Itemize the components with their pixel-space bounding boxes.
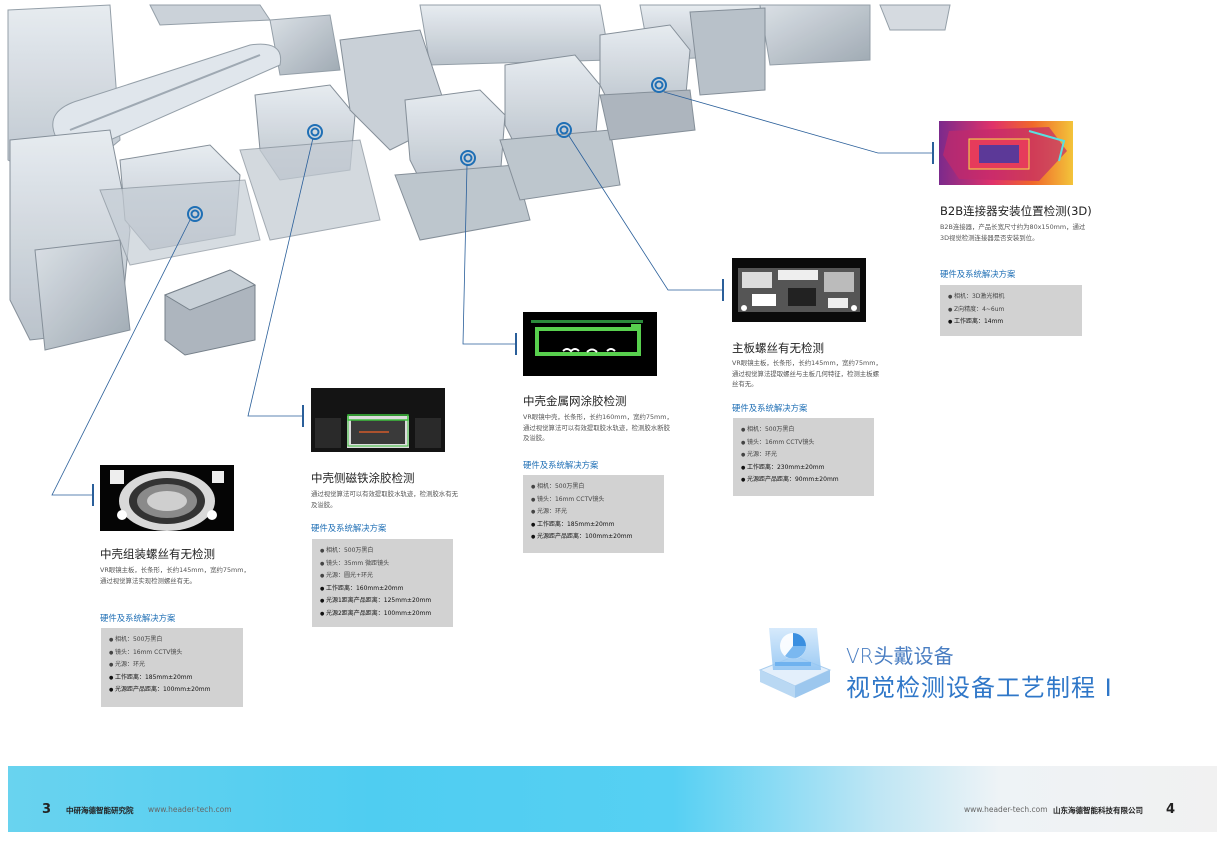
spec-row: 镜头：16mm CCTV镜头 xyxy=(109,647,235,660)
spec-row: 光源2距离产品距离：100mm±20mm xyxy=(320,608,445,621)
inspection-thumbnail xyxy=(732,258,866,322)
card-subtitle: 硬件及系统解决方案 xyxy=(523,460,599,470)
callout-tick xyxy=(932,142,934,164)
pie-chart-icon xyxy=(758,628,832,698)
callout-tick xyxy=(515,333,517,355)
card-subtitle: 硬件及系统解决方案 xyxy=(100,613,176,623)
callout-line-2 xyxy=(247,137,314,417)
spec-row: 工作距离：230mm±20mm xyxy=(741,462,866,475)
card-description: VR眼镜主板，长条形，长约145mm，宽约75mm，通过视觉算法实现检测螺丝有无… xyxy=(100,566,250,585)
spec-row: 光源：圆光+环光 xyxy=(320,570,445,583)
spec-row: 光源距产品距离：100mm±20mm xyxy=(109,684,235,697)
spec-row: 相机：500万黑白 xyxy=(531,481,656,494)
spec-box: 相机：500万黑白 镜头：35mm 微距镜头 光源：圆光+环光 工作距离：160… xyxy=(312,539,453,627)
inspection-thumbnail xyxy=(939,121,1073,185)
spec-row: 相机：500万黑白 xyxy=(320,545,445,558)
spec-row: 光源：环光 xyxy=(741,449,866,462)
spec-row: 光源：环光 xyxy=(531,506,656,519)
spec-row: 相机：500万黑白 xyxy=(741,424,866,437)
callout-line-1 xyxy=(51,219,191,496)
card-title: 中壳金属网涂胶检测 xyxy=(523,394,627,408)
spec-row: 光源距产品距离：90mm±20mm xyxy=(741,474,866,487)
callout-tick xyxy=(722,279,724,301)
page-number-left: 3 xyxy=(42,802,52,817)
spec-box: 相机：500万黑白 镜头：16mm CCTV镜头 光源：环光 工作距离：185m… xyxy=(523,475,664,553)
footer-url-right[interactable]: www.header-tech.com xyxy=(964,805,1048,814)
inspection-thumbnail xyxy=(523,312,657,376)
callout-line-3 xyxy=(462,164,515,345)
spec-row: 相机：500万黑白 xyxy=(109,634,235,647)
card-subtitle: 硬件及系统解决方案 xyxy=(940,269,1016,279)
footer-band xyxy=(8,766,1217,832)
card-description: VR眼镜中壳，长条形，长约160mm，宽约75mm，通过视觉算法可以有效提取胶水… xyxy=(523,413,673,442)
callout-tick xyxy=(302,405,304,427)
spec-row: 工作距离：14mm xyxy=(948,316,1074,329)
factory-line-illustration xyxy=(7,4,951,356)
spec-row: 光源：环光 xyxy=(109,659,235,672)
spec-row: Z向精度：4~6um xyxy=(948,304,1074,317)
footer-org-left: 中研海德智能研究院 xyxy=(66,806,134,815)
spec-row: 工作距离：185mm±20mm xyxy=(531,519,656,532)
inspection-thumbnail xyxy=(311,388,445,452)
spec-row: 相机：3D激光相机 xyxy=(948,291,1074,304)
card-subtitle: 硬件及系统解决方案 xyxy=(311,523,387,533)
spec-row: 镜头：16mm CCTV镜头 xyxy=(531,494,656,507)
spec-box: 相机：500万黑白 镜头：16mm CCTV镜头 光源：环光 工作距离：230m… xyxy=(733,418,874,496)
callout-line-4 xyxy=(568,135,722,291)
card-description: 通过视觉算法可以有效提取胶水轨迹，检测胶水有无及溢胶。 xyxy=(311,490,458,509)
card-subtitle: 硬件及系统解决方案 xyxy=(732,403,808,413)
card-description: B2B连接器，产品长宽尺寸约为80x150mm，通过3D视觉检测连接器是否安装到… xyxy=(940,223,1086,242)
footer-url-left[interactable]: www.header-tech.com xyxy=(148,805,232,814)
spec-box: 相机：500万黑白 镜头：16mm CCTV镜头 光源：环光 工作距离：185m… xyxy=(101,628,243,707)
card-title: B2B连接器安装位置检测(3D) xyxy=(940,204,1092,218)
callout-line-5 xyxy=(663,91,932,154)
spec-row: 光源1距离产品距离：125mm±20mm xyxy=(320,595,445,608)
spec-row: 工作距离：185mm±20mm xyxy=(109,672,235,685)
spec-box: 相机：3D激光相机 Z向精度：4~6um 工作距离：14mm xyxy=(940,285,1082,336)
card-title: 主板螺丝有无检测 xyxy=(732,341,824,355)
page-number-right: 4 xyxy=(1166,802,1176,817)
card-title: 中壳组装螺丝有无检测 xyxy=(100,547,215,561)
card-description: VR眼镜主板，长条形，长约145mm，宽约75mm，通过视觉算法提取螺丝与主板几… xyxy=(732,359,882,388)
spec-row: 镜头：16mm CCTV镜头 xyxy=(741,437,866,450)
callout-tick xyxy=(92,484,94,506)
page-heading-title: 视觉检测设备工艺制程 I xyxy=(846,674,1113,702)
card-title: 中壳侧磁铁涂胶检测 xyxy=(311,471,415,485)
inspection-thumbnail xyxy=(100,465,234,531)
spec-row: 光源距产品距离：100mm±20mm xyxy=(531,531,656,544)
spec-row: 镜头：35mm 微距镜头 xyxy=(320,558,445,571)
footer-org-right: 山东海德智能科技有限公司 xyxy=(1053,806,1143,815)
page-heading-product: VR头戴设备 xyxy=(846,644,954,668)
spec-row: 工作距离：160mm±20mm xyxy=(320,583,445,596)
